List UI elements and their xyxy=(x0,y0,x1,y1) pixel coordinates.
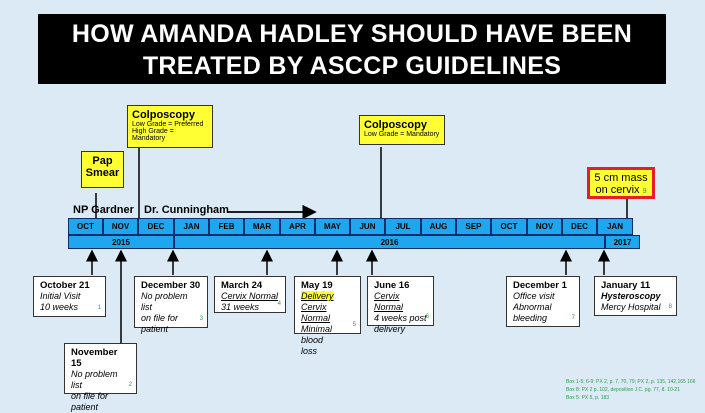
event-mar24: March 24 Cervix Normal 31 weeks 4 xyxy=(214,276,286,313)
pap-smear-callout: Pap Smear xyxy=(81,151,124,188)
month-cell: AUG xyxy=(421,218,456,235)
title-banner: HOW AMANDA HADLEY SHOULD HAVE BEEN TREAT… xyxy=(38,14,666,84)
month-cell: NOV xyxy=(527,218,562,235)
year-cell-2017: 2017 xyxy=(605,235,640,249)
event-dec1: December 1 Office visit Abnormal bleedin… xyxy=(506,276,580,327)
month-cell: OCT xyxy=(68,218,103,235)
year-cell-2015: 2015 xyxy=(68,235,174,249)
event-may19: May 19 Delivery Cervix Normal Minimal bl… xyxy=(294,276,361,356)
month-cell: DEC xyxy=(562,218,597,235)
month-cell: JAN xyxy=(597,218,633,235)
year-cell-2016: 2016 xyxy=(174,235,605,249)
month-cell: JUL xyxy=(385,218,421,235)
event-jun16: June 16 Cervix Normal 4 weeks post deliv… xyxy=(367,276,434,334)
month-cell: APR xyxy=(280,218,315,235)
event-nov15: November 15 No problem list on file for … xyxy=(64,343,137,412)
event-dec30: December 30 No problem list on file for … xyxy=(134,276,208,334)
month-cell: JAN xyxy=(174,218,209,235)
month-cell: FEB xyxy=(209,218,244,235)
month-cell: MAR xyxy=(244,218,280,235)
month-cell: OCT xyxy=(491,218,527,235)
month-cell: JUN xyxy=(350,218,385,235)
title-line-1: HOW AMANDA HADLEY SHOULD HAVE BEEN xyxy=(71,20,633,48)
dr-cunningham-label: Dr. Cunningham xyxy=(144,204,229,216)
event-jan11: January 11 Hysteroscopy Mercy Hospital 8 xyxy=(594,276,677,316)
month-cell: MAY xyxy=(315,218,350,235)
colposcopy-callout-2: Colposcopy Low Grade = Mandatory xyxy=(359,115,445,145)
month-cell: DEC xyxy=(138,218,174,235)
np-gardner-label: NP Gardner xyxy=(73,204,134,216)
month-cell: SEP xyxy=(456,218,491,235)
cervix-mass-callout: 5 cm mass on cervix 9 xyxy=(587,167,655,199)
month-bar: OCT NOV DEC JAN FEB MAR APR MAY JUN JUL … xyxy=(68,218,633,235)
colposcopy-callout-1: Colposcopy Low Grade = Preferred High Gr… xyxy=(127,105,213,148)
event-oct21: October 21 Initial Visit 10 weeks 1 xyxy=(33,276,106,317)
source-footnote: Box 1-5; 6-9: PX 2, p. 7, 70, 79; PX 2, … xyxy=(566,379,696,401)
month-cell: NOV xyxy=(103,218,138,235)
year-bar: 2015 2016 2017 xyxy=(68,235,640,249)
title-line-2: TREATED BY ASCCP GUIDELINES xyxy=(142,52,562,80)
